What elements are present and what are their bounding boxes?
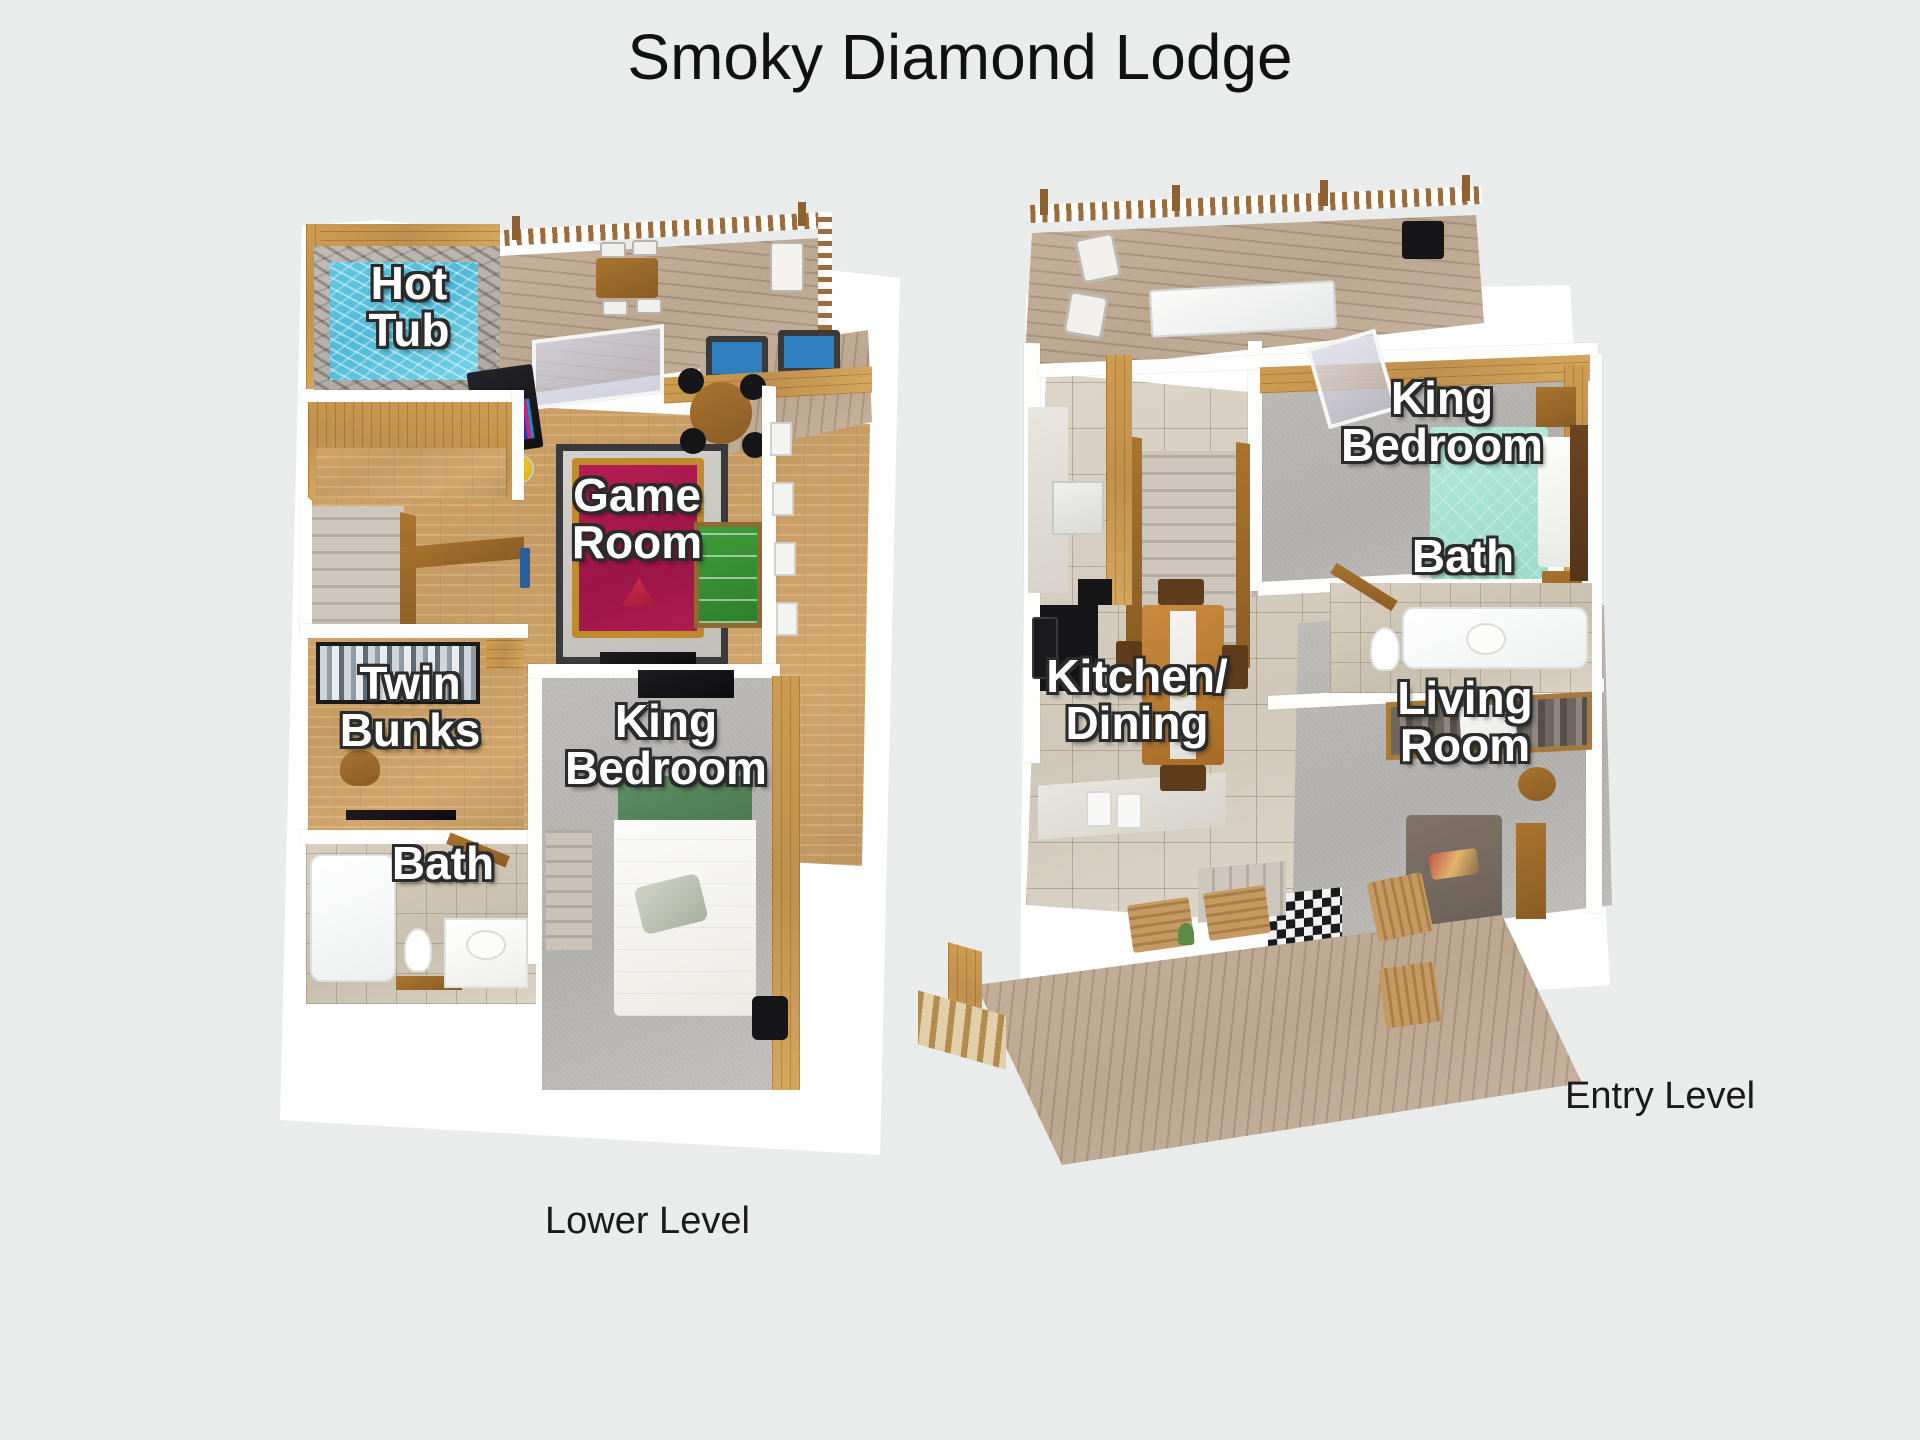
bunks-tv — [346, 810, 456, 820]
entry-bath-sink — [1466, 623, 1506, 655]
entry-deck-post-3 — [1320, 180, 1328, 206]
stair-wall — [300, 500, 312, 630]
entry-deck-swing — [1148, 280, 1338, 338]
living-room-mantel-items — [1458, 703, 1518, 743]
deck-chair-4 — [636, 298, 662, 314]
lower-bed-headboard — [618, 776, 752, 822]
dining-chair-3 — [1116, 641, 1142, 685]
lower-bed-wall-left — [528, 664, 542, 964]
lower-bath-vanity — [444, 918, 528, 988]
closet-wall-top — [300, 390, 524, 402]
lower-level-plan: Hot Tub Game Room Twin Bunks King Bedroo… — [280, 190, 980, 1180]
game-chair-3 — [680, 428, 706, 454]
entry-deck-post-4 — [1462, 175, 1470, 201]
entry-stair-rail-b — [1236, 442, 1250, 668]
foosball-table — [694, 522, 762, 628]
game-room-window-1 — [770, 422, 792, 456]
lower-bed-tv — [638, 670, 734, 698]
lower-bed-speaker — [752, 996, 788, 1040]
entry-king-nightstand-1 — [1536, 387, 1576, 427]
kitchen-sink-basin-2 — [1116, 793, 1142, 829]
bunk-bed-unit — [316, 642, 480, 704]
dining-chair-4 — [1222, 645, 1248, 689]
dining-centerpiece — [1172, 675, 1194, 697]
living-room-console — [1516, 823, 1546, 919]
entry-king-headboard — [1570, 425, 1588, 581]
lower-bed-stairs-hall — [546, 830, 592, 950]
lower-deck-railing-right — [818, 212, 832, 342]
entry-king-bed — [1430, 427, 1548, 579]
deck-table — [596, 258, 658, 298]
kitchen-cooktop — [1032, 617, 1058, 679]
bath-wall-top — [300, 830, 536, 844]
deck-post-left — [512, 216, 520, 240]
entry-deck-post-1 — [1040, 189, 1048, 215]
game-chair-2 — [740, 374, 766, 400]
hot-tub-back-wall — [310, 224, 500, 250]
lower-level-caption: Lower Level — [545, 1200, 750, 1242]
porch-bench-2 — [1202, 884, 1272, 942]
kitchen-microwave — [1078, 579, 1112, 605]
deck-post-right — [798, 202, 806, 226]
deck-chair-3 — [602, 300, 628, 316]
porch-rocker-1 — [1366, 871, 1434, 943]
kitchen-fridge — [1052, 481, 1104, 535]
entry-bath-toilet — [1370, 627, 1400, 671]
exercise-weight — [520, 548, 530, 588]
page-title: Smoky Diamond Lodge — [627, 21, 1293, 93]
bunks-shelf — [486, 638, 524, 668]
lower-stairs — [312, 506, 404, 636]
dining-chair-2 — [1160, 765, 1206, 791]
lower-bath-toilet — [404, 928, 432, 972]
entry-level-caption: Entry Level — [1565, 1075, 1756, 1117]
pool-table — [572, 458, 704, 638]
entry-deck-railing — [1030, 186, 1483, 223]
game-room-window-2 — [772, 482, 794, 516]
entry-level-plan: King Bedroom Bath Kitchen/ Dining Living… — [918, 175, 1670, 1240]
entry-deck-rocker-2 — [1062, 289, 1110, 341]
deck-chair-1 — [600, 242, 626, 258]
entry-stair-wall — [1106, 355, 1132, 605]
deck-lounger — [770, 242, 804, 292]
lower-bath-sink — [466, 930, 506, 960]
hot-tub-water — [330, 262, 478, 380]
living-room-side-table — [1518, 767, 1556, 801]
entry-bed-wall-left — [1248, 341, 1262, 591]
porch-rocker-2 — [1378, 961, 1442, 1029]
porch-plant — [1178, 923, 1194, 945]
outdoor-sofa-2 — [778, 330, 840, 374]
bunks-wall-top — [300, 624, 528, 638]
entry-deck-post-2 — [1172, 185, 1180, 211]
bunks-chair — [340, 750, 380, 786]
kitchen-sink-basin-1 — [1086, 791, 1112, 827]
entry-king-bed-pillows — [1538, 437, 1574, 567]
entry-deck-grill — [1402, 221, 1444, 259]
closet-floor — [316, 448, 506, 498]
closet-wall-right — [512, 390, 524, 500]
game-room-window-4 — [776, 602, 798, 636]
lower-bath-tub — [310, 854, 396, 982]
deck-chair-2 — [632, 240, 658, 256]
game-room-console — [600, 652, 696, 666]
game-chair-1 — [678, 368, 704, 394]
dining-chair-1 — [1158, 579, 1204, 605]
game-room-window-3 — [774, 542, 796, 576]
